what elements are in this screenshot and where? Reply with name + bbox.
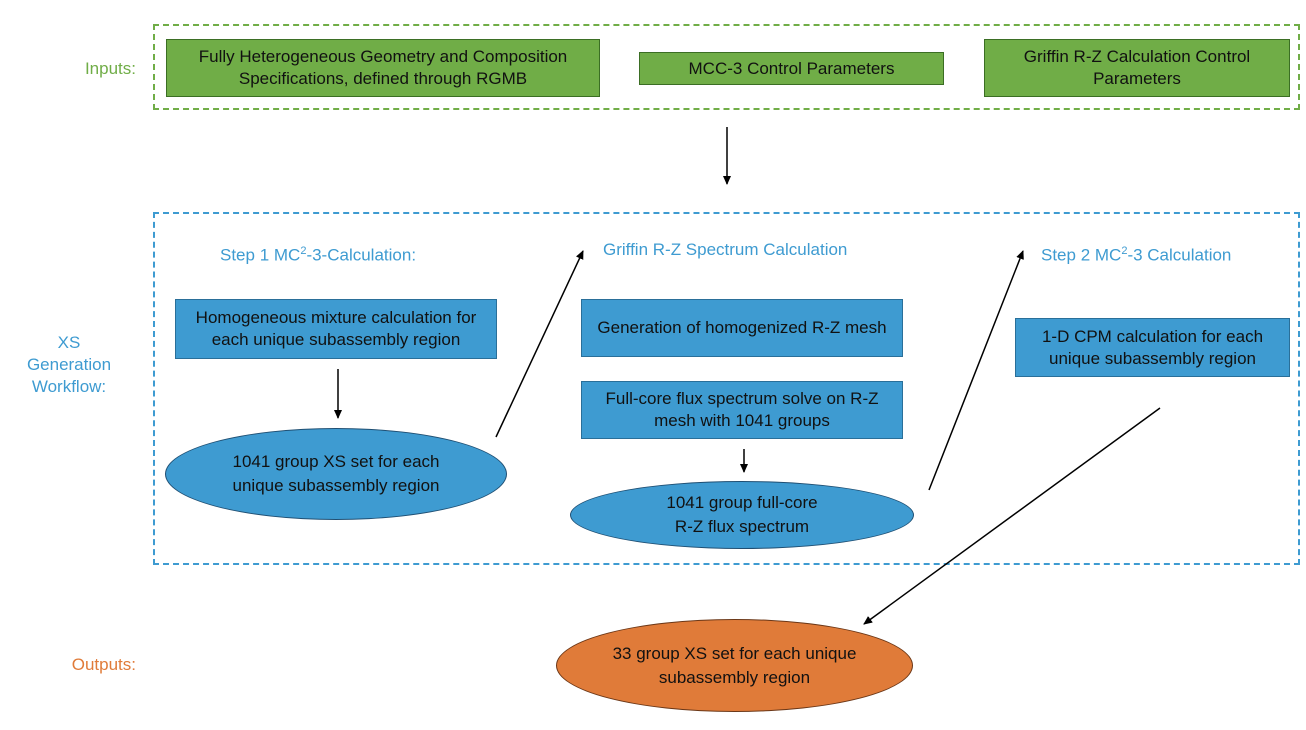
homogeneous-mixture-box: Homogeneous mixture calculation for each… <box>175 299 497 359</box>
cpm-box: 1-D CPM calculation for each unique suba… <box>1015 318 1290 377</box>
inputs-group <box>153 24 1300 110</box>
inputs-label: Inputs: <box>84 59 136 78</box>
step1-suffix: -3-Calculation: <box>306 245 417 265</box>
flux-1041-ellipse: 1041 group full-core R-Z flux spectrum <box>570 481 914 549</box>
step2-sup: 2 <box>1121 245 1128 257</box>
step1-sup: 2 <box>300 245 307 257</box>
griffin-params-box: Griffin R-Z Calculation Control Paramete… <box>984 39 1290 97</box>
griffin-heading: Griffin R-Z Spectrum Calculation <box>603 240 848 259</box>
xs-33-output-ellipse: 33 group XS set for each unique subassem… <box>556 619 913 712</box>
xs-workflow-label: XS Generation Workflow: <box>26 333 112 396</box>
step1-heading: Step 1 MC2-3-Calculation: <box>220 240 416 267</box>
outputs-label: Outputs: <box>71 655 136 674</box>
workflow-group <box>153 212 1300 565</box>
flux-solve-box: Full-core flux spectrum solve on R-Z mes… <box>581 381 903 439</box>
generation-mesh-box: Generation of homogenized R-Z mesh <box>581 299 903 357</box>
arrow-cpm-to-output <box>863 407 1161 625</box>
mcc3-params-box: MCC-3 Control Parameters <box>639 52 944 85</box>
step2-prefix: Step 2 MC <box>1041 245 1122 265</box>
geometry-input-box: Fully Heterogeneous Geometry and Composi… <box>166 39 600 97</box>
arrow-flux-to-step2 <box>928 250 1024 491</box>
step1-prefix: Step 1 MC <box>220 245 301 265</box>
arrow-xs-to-griffin <box>495 250 584 438</box>
step2-heading: Step 2 MC2-3 Calculation <box>1041 240 1231 267</box>
xs-1041-ellipse: 1041 group XS set for each unique subass… <box>165 428 507 520</box>
step2-suffix: -3 Calculation <box>1127 245 1232 265</box>
